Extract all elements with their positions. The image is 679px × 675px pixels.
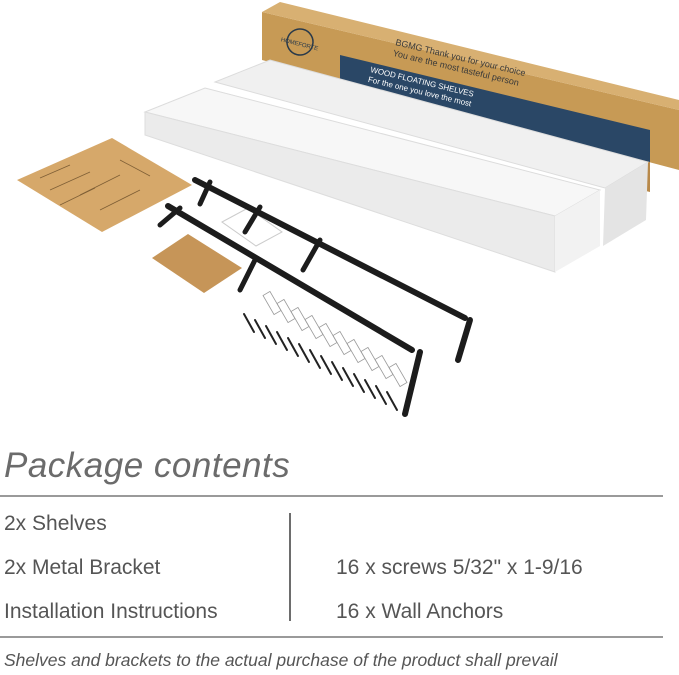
wall-anchors: [262, 290, 408, 388]
divider-top: [0, 495, 663, 497]
contents-item-instructions: Installation Instructions: [4, 600, 218, 623]
package-contents-heading: Package contents: [4, 446, 291, 485]
thank-you-card: [221, 207, 283, 247]
instruction-card: [152, 234, 242, 293]
contents-item-shelves: 2x Shelves: [4, 512, 107, 535]
contents-item-screws: 16 x screws 5/32" x 1-9/16: [336, 556, 583, 579]
divider-bottom: [0, 636, 663, 638]
instruction-sheet: [17, 138, 192, 232]
metal-brackets: [157, 177, 473, 417]
disclaimer-text: Shelves and brackets to the actual purch…: [4, 650, 558, 670]
product-photo: HOMEFORTE BGMG Thank you for your choice…: [17, 2, 679, 417]
contents-item-anchors: 16 x Wall Anchors: [336, 600, 504, 623]
column-divider: [289, 513, 291, 621]
contents-item-brackets: 2x Metal Bracket: [4, 556, 161, 579]
white-shelves: [143, 59, 650, 273]
screws: [243, 313, 398, 411]
